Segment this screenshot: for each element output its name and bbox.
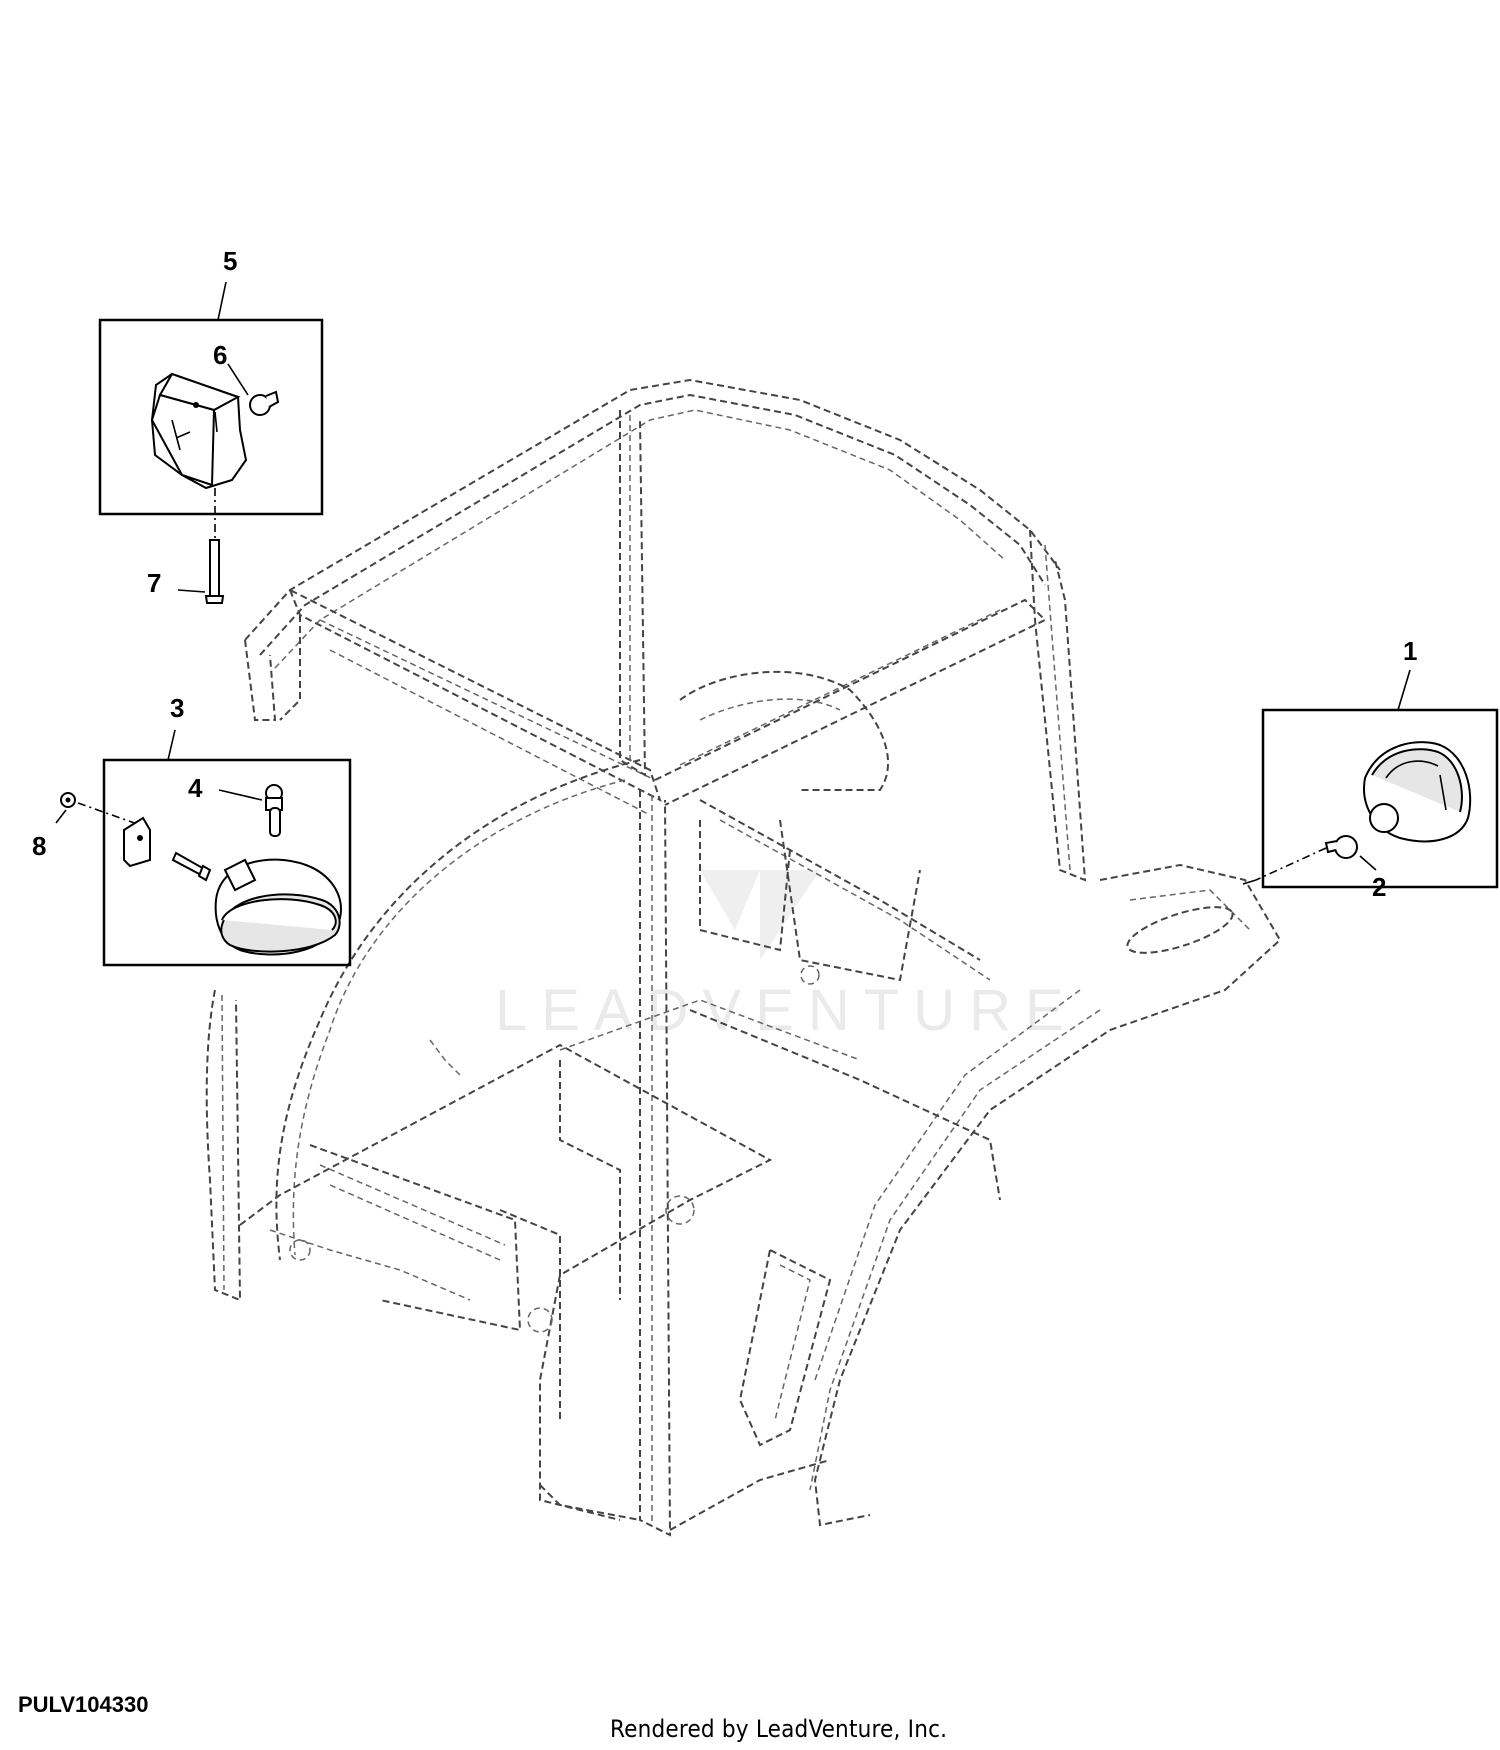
render-credit: Rendered by LeadVenture, Inc.: [610, 1715, 948, 1743]
mounting-bolt: [177, 488, 225, 604]
callout-7: 7: [147, 568, 161, 598]
box-headlight-assembly: [1242, 708, 1499, 889]
callout-8: 8: [32, 831, 46, 861]
bulb-icon: [1324, 835, 1358, 859]
box-front-light-assembly: [55, 758, 352, 967]
callout-4: 4: [188, 773, 203, 803]
callouts: 5 6 7 3 4 8 1 2: [32, 246, 1417, 902]
callout-3: 3: [170, 693, 184, 723]
box-work-light-assembly: [98, 318, 324, 516]
bulb-socket-icon: [265, 784, 283, 837]
bulb-icon: [249, 390, 280, 416]
cab-frame: [205, 378, 1282, 1537]
nut-icon: [60, 792, 76, 808]
watermark: LEADVENTURE: [495, 870, 1078, 1043]
document-id: PULV104330: [18, 1692, 149, 1717]
watermark-text: LEADVENTURE: [495, 978, 1078, 1043]
callout-6: 6: [213, 340, 227, 370]
callout-2: 2: [1372, 872, 1386, 902]
callout-5: 5: [223, 246, 237, 276]
callout-1: 1: [1403, 636, 1417, 666]
callout-leaders: [167, 281, 1411, 761]
